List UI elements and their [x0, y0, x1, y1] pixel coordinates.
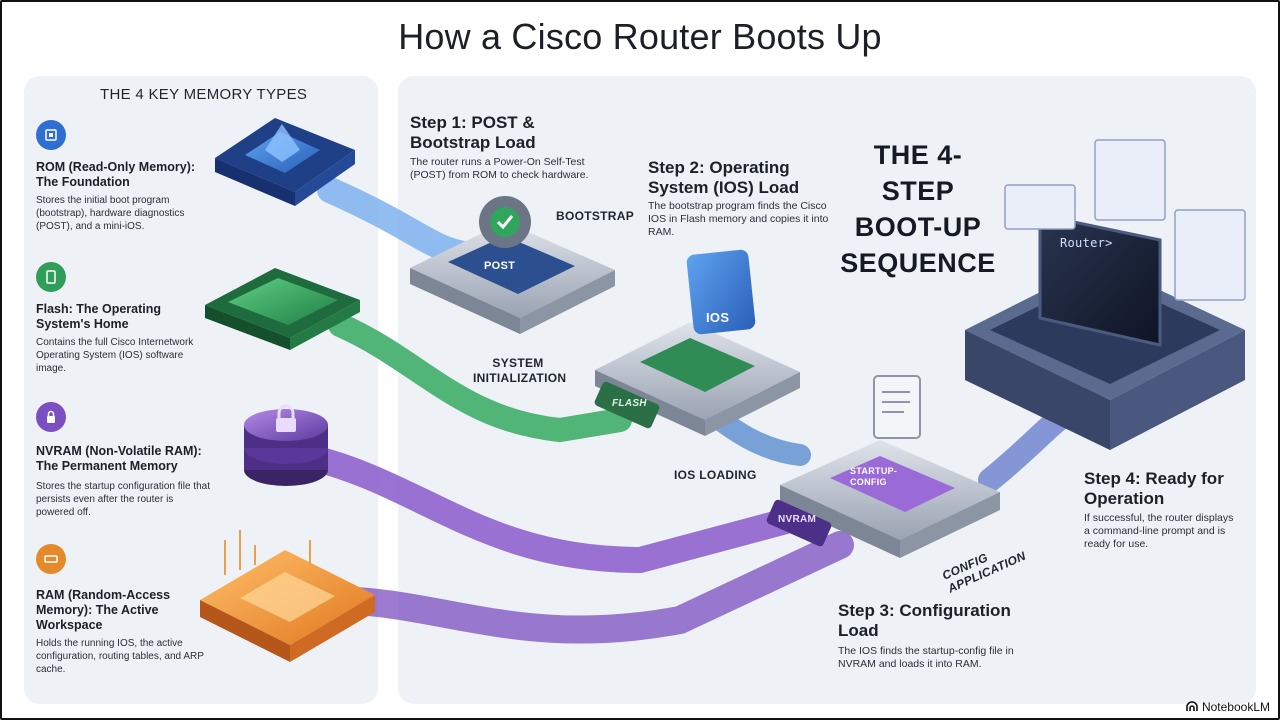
notebooklm-brand: NotebookLM	[1186, 700, 1270, 714]
nvram-stack-graphic	[244, 404, 328, 486]
step-3-description: The IOS finds the startup-config file in…	[838, 645, 1014, 670]
memory-nvram-title: NVRAM (Non-Volatile RAM): The Permanent …	[36, 444, 202, 473]
memory-rom-description: Stores the initial boot program (bootstr…	[36, 195, 185, 232]
lock-icon	[36, 402, 66, 432]
post-label: POST	[484, 260, 516, 272]
step-4-title: Step 4: Ready for Operation	[1084, 469, 1224, 508]
flash-label: FLASH	[612, 398, 647, 409]
step-1-description: The router runs a Power-On Self-Test (PO…	[410, 156, 589, 181]
step-2-description: The bootstrap program finds the Cisco IO…	[648, 200, 829, 238]
chip-icon	[36, 120, 66, 150]
rom-pathway	[317, 177, 483, 268]
nvram-label: NVRAM	[778, 514, 817, 525]
post-chip-graphic	[410, 196, 615, 334]
memory-ram-description: Holds the running IOS, the active config…	[36, 638, 204, 675]
flash-card-graphic	[205, 268, 360, 350]
ios-label: IOS	[706, 310, 730, 325]
sequence-title: THE 4-STEP BOOT-UP SEQUENCE	[840, 140, 996, 278]
memory-types-heading: THE 4 KEY MEMORY TYPES	[100, 86, 308, 103]
router-prompt-label: Router>	[1060, 236, 1113, 250]
step-4-description: If successful, the router displays a com…	[1084, 512, 1234, 550]
memory-ram-title: RAM (Random-Access Memory): The Active W…	[36, 588, 171, 632]
nvram-pathway	[287, 442, 803, 574]
step-3-title: Step 3: Configuration Load	[838, 601, 1011, 640]
memory-nvram-description: Stores the startup configuration file th…	[36, 481, 210, 518]
step-1-title: Step 1: POST & Bootstrap Load	[410, 113, 536, 152]
ram-icon	[36, 544, 66, 574]
page-title: How a Cisco Router Boots Up	[398, 16, 882, 57]
brand-label: NotebookLM	[1201, 700, 1270, 714]
bootstrap-label: BOOTSTRAP	[556, 209, 635, 223]
memory-rom-title: ROM (Read-Only Memory): The Foundation	[36, 160, 196, 189]
ram-pathway	[316, 531, 854, 644]
flash-pathway	[328, 313, 632, 443]
config-chip-graphic	[766, 375, 1000, 558]
notebooklm-logo-icon	[1186, 701, 1198, 711]
ram-chip-graphic	[200, 530, 375, 662]
flash-card-icon	[36, 262, 66, 292]
memory-flash-title: Flash: The Operating System's Home	[36, 302, 162, 331]
router-device-graphic	[965, 139, 1246, 450]
step-2-title: Step 2: Operating System (IOS) Load	[648, 158, 800, 197]
ios-chip-graphic	[594, 249, 800, 436]
ios-loading-label: IOS LOADING	[674, 468, 757, 482]
system-initialization-label: SYSTEM INITIALIZATION	[473, 356, 567, 385]
memory-flash-description: Contains the full Cisco Internetwork Ope…	[36, 337, 194, 374]
startup-config-label: STARTUP-CONFIG	[850, 466, 898, 487]
rom-chip-graphic	[215, 118, 355, 206]
